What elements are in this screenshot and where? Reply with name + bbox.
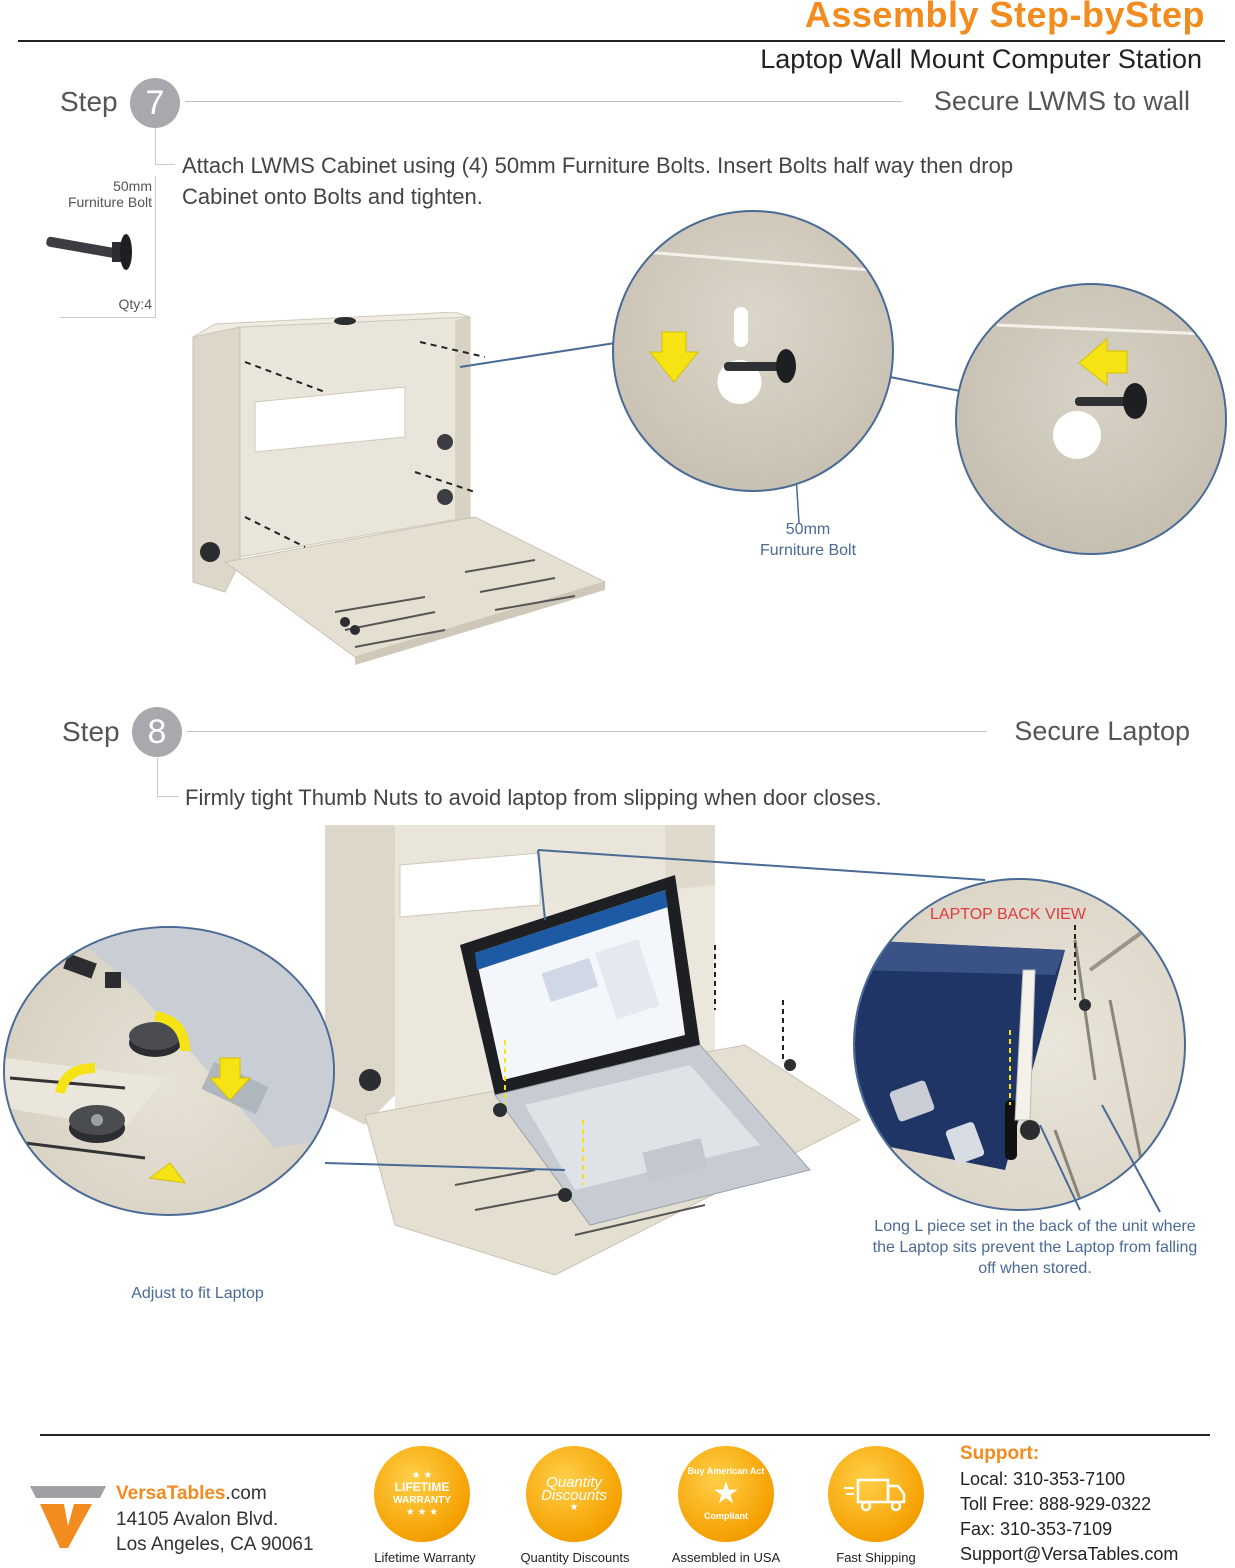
header-divider bbox=[18, 40, 1225, 42]
step-7-instruction: Attach LWMS Cabinet using (4) 50mm Furni… bbox=[182, 150, 1182, 212]
badge-1-text-1: LIFETIME bbox=[394, 1480, 450, 1494]
badge-1-label: Lifetime Warranty bbox=[374, 1550, 476, 1565]
step-8-connector-lines bbox=[324, 849, 986, 1171]
bolt-tighten-detail bbox=[996, 323, 1225, 459]
address-line-2: Los Angeles, CA 90061 bbox=[116, 1534, 314, 1555]
buy-american-icon: Buy American Act ★ Compliant bbox=[678, 1446, 774, 1542]
step-8-number-badge: 8 bbox=[132, 707, 182, 757]
diagonal-arrow-icon bbox=[148, 1162, 187, 1184]
rotate-arrow-icon bbox=[153, 1011, 190, 1052]
quantity-discounts-icon: Quantity Discounts ★ bbox=[526, 1446, 622, 1542]
step-7-bracket-vertical bbox=[155, 128, 156, 164]
step-7-zoom-circle-bolt-insert bbox=[612, 210, 894, 492]
step-7-instruction-line-1: Attach LWMS Cabinet using (4) 50mm Furni… bbox=[182, 153, 1014, 178]
document-subtitle: Laptop Wall Mount Computer Station bbox=[760, 44, 1202, 74]
step-7-header-line bbox=[185, 101, 902, 102]
adjust-to-fit-label: Adjust to fit Laptop bbox=[131, 1285, 264, 1302]
step-7-zoom-circle-bolt-tighten bbox=[955, 283, 1227, 555]
badge-3-text-1: Buy American Act bbox=[687, 1466, 765, 1476]
left-arrow-icon bbox=[1078, 337, 1128, 387]
star-icon: ★ bbox=[712, 1477, 740, 1510]
address-line-1: 14105 Avalon Blvd. bbox=[116, 1509, 279, 1530]
down-arrow-icon bbox=[648, 331, 700, 383]
step-8-header-line bbox=[187, 731, 987, 732]
l-piece-note: Long L piece set in the back of the unit… bbox=[835, 1216, 1235, 1279]
l-piece-pointer-lines bbox=[1039, 1104, 1161, 1213]
badge-2-label: Quantity Discounts bbox=[520, 1550, 630, 1565]
part-card-right-border bbox=[155, 176, 156, 318]
step-8-cabinet-laptop-illustration bbox=[305, 825, 861, 1276]
support-fax: Fax: 310-353-7109 bbox=[960, 1519, 1113, 1539]
support-email-link[interactable]: Support@VersaTables.com bbox=[960, 1544, 1179, 1564]
step-8-title: Secure Laptop bbox=[1014, 716, 1190, 746]
step-8-word: Step bbox=[62, 716, 120, 747]
bolt-insert-detail bbox=[643, 250, 892, 404]
support-local: Local: 310-353-7100 bbox=[960, 1469, 1126, 1489]
step-7-word: Step bbox=[60, 86, 118, 117]
badge-3-text-2: Compliant bbox=[704, 1511, 748, 1521]
furniture-bolt-icon bbox=[46, 234, 132, 270]
part-card-name-line-1: 50mm bbox=[113, 178, 152, 194]
step-8-instruction: Firmly tight Thumb Nuts to avoid laptop … bbox=[185, 785, 882, 810]
part-card-name: 50mm Furniture Bolt bbox=[42, 178, 152, 210]
truck-icon bbox=[844, 1478, 906, 1512]
step-7-title: Secure LWMS to wall bbox=[933, 86, 1190, 116]
step-7-cabinet-illustration bbox=[192, 312, 607, 665]
rotate-arrow-icon-2 bbox=[55, 1063, 96, 1095]
step-7-bolt-callout-line-2: Furniture Bolt bbox=[759, 542, 857, 559]
step-7-number-badge: 7 bbox=[130, 78, 180, 128]
footer-divider bbox=[40, 1434, 1210, 1436]
company-address: 14105 Avalon Blvd. Los Angeles, CA 90061 bbox=[116, 1507, 314, 1557]
laptop-back-view-label: LAPTOP BACK VIEW bbox=[930, 906, 1086, 923]
step-8-bracket-horizontal bbox=[157, 796, 179, 797]
part-card-bottom-border bbox=[60, 317, 156, 318]
thumb-nuts-detail bbox=[5, 928, 333, 1184]
badge-4-label: Fast Shipping bbox=[836, 1550, 916, 1565]
part-card-name-line-2: Furniture Bolt bbox=[67, 194, 152, 210]
badge-3-label: Assembled in USA bbox=[671, 1550, 781, 1565]
badge-1-text-2: WARRANTY bbox=[393, 1495, 451, 1506]
badge-2-text-1: Quantity bbox=[546, 1473, 602, 1491]
part-card-qty: Qty:4 bbox=[118, 296, 152, 312]
step-7-instruction-line-2: Cabinet onto Bolts and tighten. bbox=[182, 184, 483, 209]
l-piece-note-line-1: Long L piece set in the back of the unit… bbox=[874, 1218, 1196, 1235]
step-7-bolt-callout: 50mm Furniture Bolt bbox=[738, 519, 878, 561]
step-8-zoom-circle-laptop-back bbox=[853, 878, 1186, 1211]
company-tld: .com bbox=[225, 1483, 267, 1504]
lifetime-warranty-icon: ★ ★ LIFETIME WARRANTY ★ ★ ★ bbox=[374, 1446, 470, 1542]
badge-2-text-2: Discounts bbox=[541, 1486, 607, 1504]
document-title: Assembly Step-byStep bbox=[804, 0, 1205, 35]
company-name: VersaTables.com bbox=[116, 1483, 267, 1505]
laptop-back-detail bbox=[855, 925, 1147, 1209]
support-title: Support: bbox=[960, 1443, 1040, 1464]
versatables-logo-icon bbox=[30, 1486, 106, 1548]
part-card-furniture-bolt: 50mm Furniture Bolt Qty:4 bbox=[46, 176, 156, 318]
step-8-bracket-vertical bbox=[157, 758, 158, 796]
step-7-bolt-callout-line-1: 50mm bbox=[785, 521, 831, 538]
l-piece-note-line-2: the Laptop sits prevent the Laptop from … bbox=[872, 1239, 1198, 1256]
l-piece-note-line-3: off when stored. bbox=[978, 1260, 1092, 1277]
company-brand: VersaTables bbox=[116, 1483, 226, 1504]
step-8-zoom-circle-thumb-nuts bbox=[3, 926, 335, 1216]
step-7-bracket-horizontal bbox=[155, 164, 175, 165]
down-arrow-icon-2 bbox=[208, 1057, 252, 1101]
support-tollfree: Toll Free: 888-929-0322 bbox=[960, 1494, 1152, 1514]
fast-shipping-badge bbox=[828, 1446, 924, 1542]
